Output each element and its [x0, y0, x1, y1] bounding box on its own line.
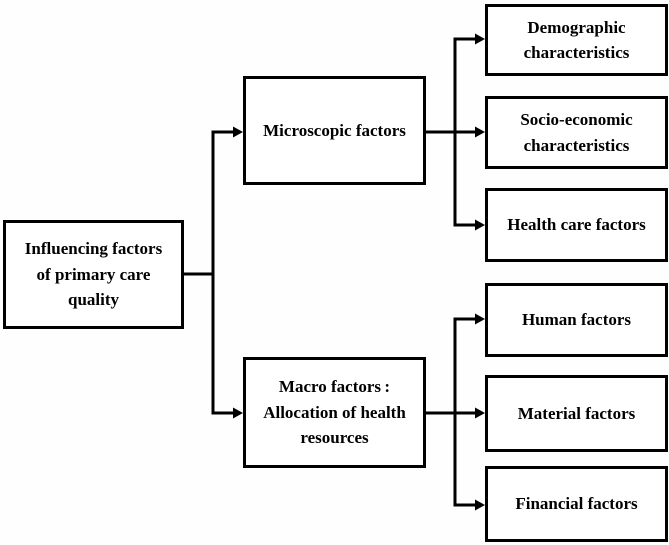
- node-financial-factors: Financial factors: [485, 466, 668, 542]
- node-health-care-factors: Health care factors: [485, 188, 668, 262]
- node-macro-factors: Macro factors : Allocation of health res…: [243, 357, 426, 468]
- node-microscopic-factors: Microscopic factors: [243, 76, 426, 185]
- node-material-factors: Material factors: [485, 375, 668, 452]
- node-socioeconomic-characteristics: Socio-economic characteristics: [485, 96, 668, 169]
- node-label-line: Macro factors :: [278, 377, 391, 397]
- arrowhead-human: [475, 313, 485, 325]
- node-label-line: Socio-economic: [520, 110, 633, 129]
- arrowhead-financial: [475, 499, 485, 511]
- node-label-line: Demographic: [527, 17, 626, 37]
- node-label: Health care factors: [507, 215, 646, 235]
- node-human-factors: Human factors: [485, 283, 668, 357]
- arrowhead-macro: [233, 407, 243, 419]
- arrowhead-microscopic: [233, 126, 243, 138]
- arrowhead-socioeconomic: [475, 126, 485, 138]
- node-label: Microscopic factors: [263, 120, 406, 140]
- node-label-line: resources: [300, 428, 369, 448]
- node-label-line: Influencing factors: [24, 239, 163, 259]
- arrowhead-demographic: [475, 33, 485, 45]
- node-demographic-characteristics: Demographic characteristics: [485, 4, 668, 76]
- node-label: Human factors: [521, 310, 632, 330]
- arrowhead-healthcare: [475, 219, 485, 231]
- node-label: Material factors: [517, 403, 636, 423]
- node-label-line: Allocation of health: [263, 402, 406, 422]
- node-label-line: characteristics: [523, 43, 630, 62]
- node-label-line: quality: [67, 290, 120, 310]
- node-influencing-factors: Influencing factors of primary care qual…: [3, 220, 184, 329]
- node-label-line: characteristics: [523, 135, 630, 155]
- node-label-line: of primary care: [36, 264, 151, 284]
- node-label: Financial factors: [515, 494, 638, 514]
- arrowhead-material: [475, 407, 485, 419]
